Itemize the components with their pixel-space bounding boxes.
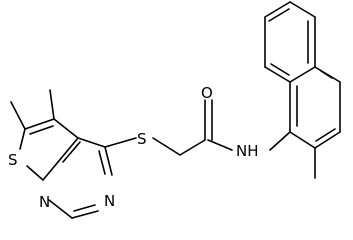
bond-c8-c8a xyxy=(264,66,291,83)
bond-n1-c2n xyxy=(289,131,316,149)
bond-methyl-c2 xyxy=(10,101,26,130)
bond-n-naph xyxy=(269,131,291,151)
bond-c3-c3a xyxy=(53,118,79,139)
bond-s-ch2 xyxy=(152,137,181,156)
bond-c4a-c5-inner xyxy=(320,70,333,79)
atom-s-thiophene: S xyxy=(8,151,18,169)
bond-s-c7a xyxy=(26,165,44,181)
bond-c2p-n3-inner xyxy=(73,204,96,212)
bond-c5-c6 xyxy=(289,1,316,18)
atom-n-pyrimidine-3: N xyxy=(104,192,115,210)
atom-o-carbonyl: O xyxy=(201,84,213,102)
bond-c8-c8a-inner xyxy=(270,63,290,76)
bond-c7a-n xyxy=(42,161,59,181)
bond-c-n xyxy=(207,139,233,151)
bond-group xyxy=(10,1,341,219)
bond-c4-n3 xyxy=(104,146,113,176)
bond-c6-c7-inner xyxy=(268,8,290,22)
bond-c2n-c3n xyxy=(314,131,341,149)
bond-c2p-n3 xyxy=(71,210,99,219)
molecule-structure: S S N N O NH xyxy=(8,1,341,219)
bond-c3a-c4 xyxy=(77,137,106,148)
bond-c4-n3-inner xyxy=(98,150,106,175)
atom-nh-amide: NH xyxy=(236,142,259,160)
bond-c3a-c7a xyxy=(57,137,79,163)
molecule-canvas: S S N N O NH xyxy=(8,1,341,219)
bond-methyl-c3 xyxy=(49,89,55,120)
bond-c4a-c8a xyxy=(289,66,316,83)
bond-c4-s xyxy=(104,137,137,148)
bond-c2-c3 xyxy=(24,118,55,130)
bond-n1-c2p xyxy=(48,199,73,219)
atom-label-group: S S N N O NH xyxy=(8,84,259,211)
bond-ch2-co xyxy=(179,139,206,156)
bond-s-c2 xyxy=(19,128,26,150)
atom-s-thioether: S xyxy=(137,130,147,148)
bond-c7a-c3a-inner xyxy=(62,141,81,163)
atom-n-pyrimidine-1: N xyxy=(39,193,50,211)
bond-c2n-c3n-inner xyxy=(315,128,336,142)
bond-c6-c7 xyxy=(264,1,291,18)
bond-c2-c3-inner xyxy=(29,125,54,135)
